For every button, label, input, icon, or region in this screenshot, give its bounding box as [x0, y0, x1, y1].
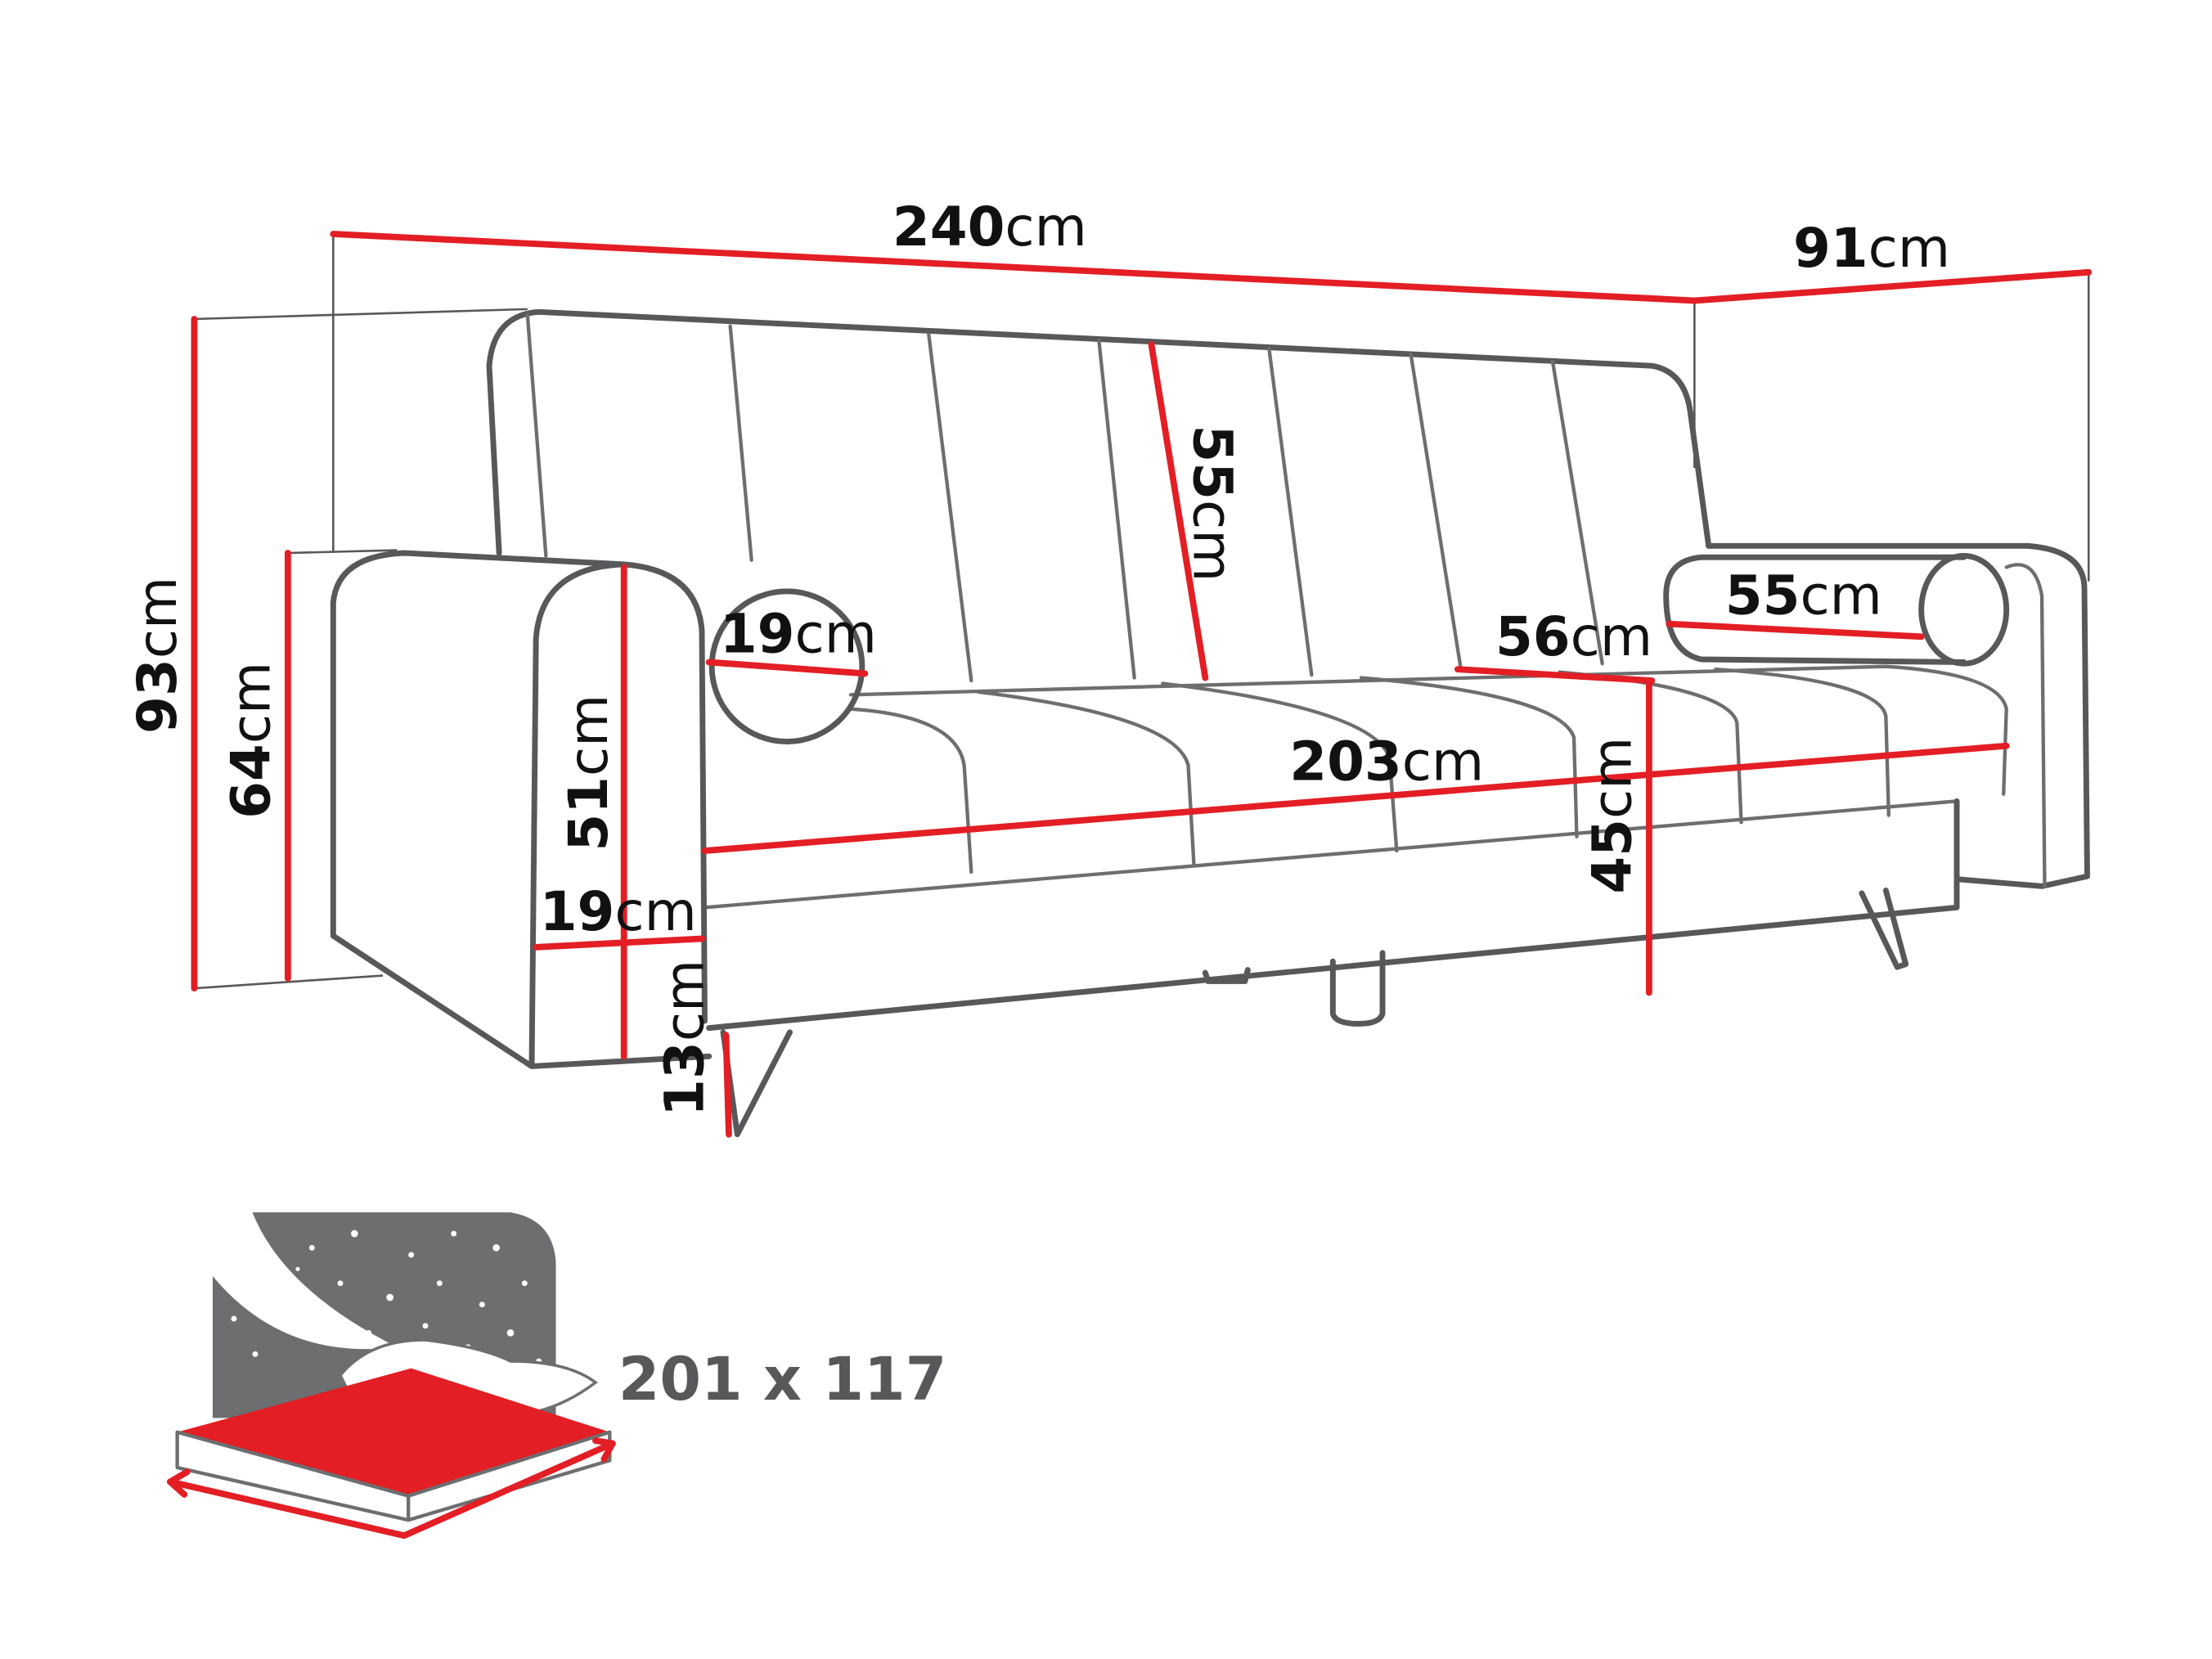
label-arm-width: 19cm — [540, 880, 697, 943]
label-depth: 91cm — [1793, 217, 1950, 280]
label-overall-width: 240cm — [892, 196, 1087, 259]
right-arm — [1706, 542, 2090, 889]
extension-lines — [194, 234, 2090, 990]
label-arm-front-height: 51cm — [557, 695, 620, 852]
bed-night-icon — [167, 1212, 616, 1540]
backrest — [486, 308, 1712, 556]
right-bolster — [1663, 554, 1967, 665]
dimension-lines — [191, 231, 2093, 1138]
front-left-leg — [720, 1029, 793, 1138]
center-leg — [1329, 950, 1386, 1027]
label-backrest-height: 55cm — [1180, 425, 1243, 582]
sleeping-area-label: 201 x 117 — [618, 1345, 947, 1414]
label-seat-depth: 56cm — [1495, 605, 1652, 668]
label-arm-height: 64cm — [219, 662, 282, 819]
label-bolster-length: 55cm — [1725, 564, 1882, 627]
label-leg-height: 13cm — [654, 960, 717, 1117]
right-leg — [1859, 888, 1909, 970]
label-bolster-diameter: 19cm — [720, 602, 877, 665]
sofa-drawing — [330, 308, 2090, 1138]
left-bolster — [708, 588, 865, 745]
label-seat-height: 45cm — [1580, 737, 1643, 894]
label-overall-height: 93cm — [126, 577, 189, 734]
label-seat-width: 203cm — [1289, 730, 1484, 793]
